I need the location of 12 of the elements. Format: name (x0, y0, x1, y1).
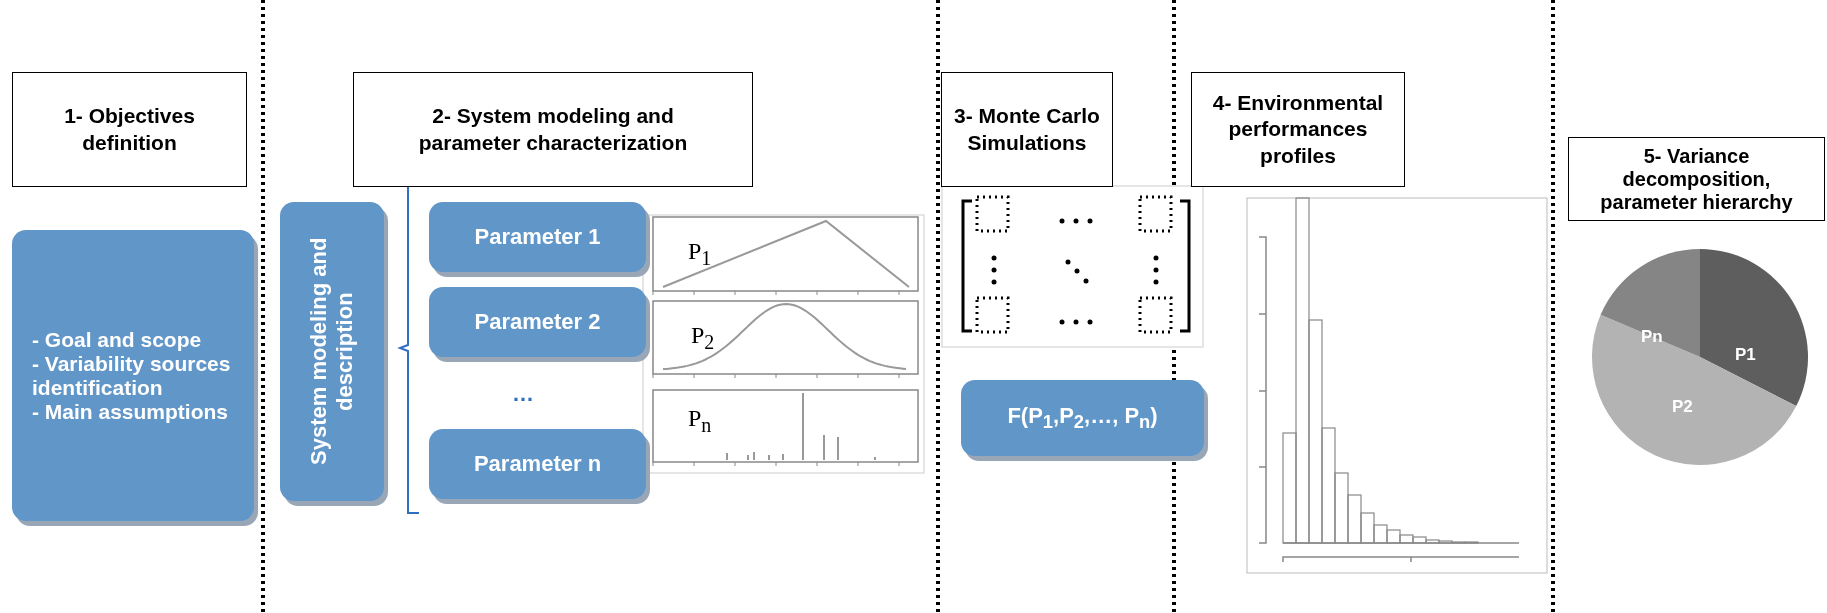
pie-slice-label: P1 (1735, 345, 1756, 365)
pie-slice-label: Pn (1641, 327, 1663, 347)
plot-label: P$_{2}$ (691, 322, 715, 354)
plot-label: P$_{n}$ (688, 405, 712, 437)
step-header-box: 3- Monte Carlo Simulations (941, 72, 1113, 187)
step-header-box: 4- Environmental performances profiles (1191, 72, 1405, 187)
step-header-box: 1- Objectives definition (12, 72, 247, 187)
pie-slice-label: P2 (1672, 397, 1693, 417)
step-header-box: 5- Variance decomposition, parameter hierarchy (1568, 137, 1825, 221)
ellipsis: … (512, 381, 534, 407)
step-header-box: 2- System modeling and parameter characterization (353, 72, 753, 187)
plot-label: P$_{1}$ (688, 238, 712, 270)
